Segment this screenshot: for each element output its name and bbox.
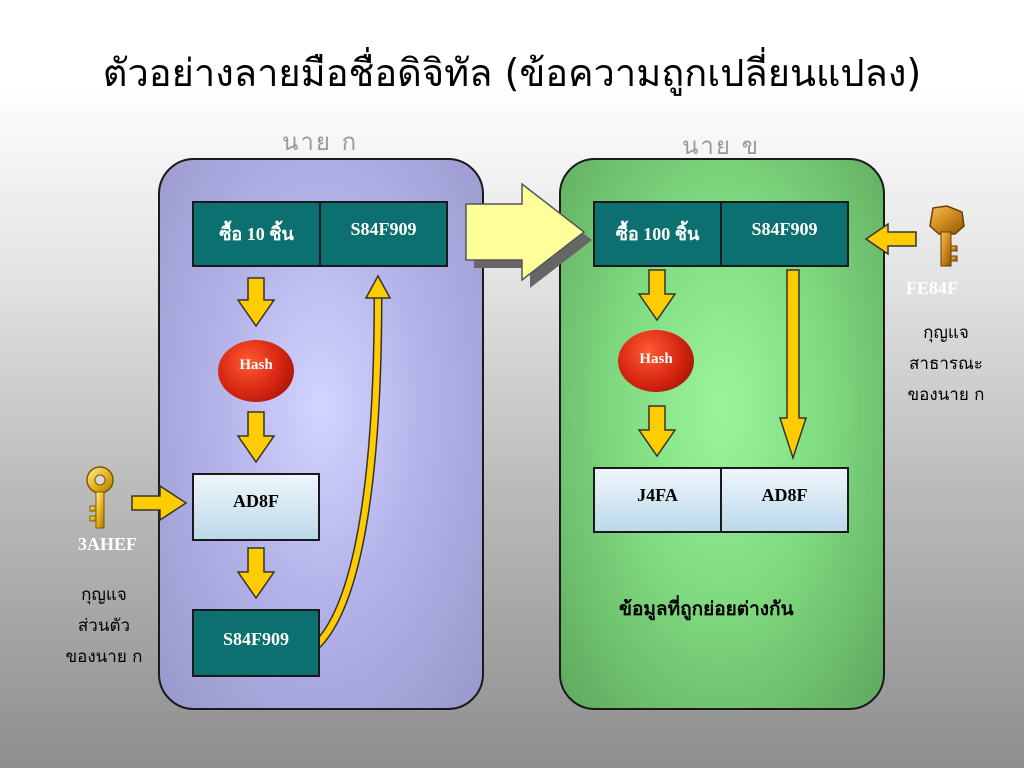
down-arrow-receiver-hash-to-digest [637, 405, 677, 458]
receiver-hash-circle: Hash [618, 330, 694, 392]
sender-hash-circle: Hash [218, 340, 294, 402]
down-arrow-hash-to-digest [236, 411, 276, 464]
receiver-decrypted-digest-text: AD8F [761, 485, 808, 505]
private-key-arrow [131, 484, 188, 522]
public-key-caption-line: ของนาย ก [907, 385, 985, 405]
long-arrow-signature-to-digest [778, 269, 808, 461]
receiver-signature-text: S84F909 [751, 219, 818, 239]
private-key-value: 3AHEF [78, 534, 138, 554]
page-title: ตัวอย่างลายมือชื่อดิจิทัล (ข้อความถูกเปล… [102, 51, 922, 95]
public-key-caption-line: สาธารณะ [909, 354, 983, 374]
sender-encrypted-text: S84F909 [222, 629, 289, 649]
sender-signature-box: S84F909 [319, 201, 448, 267]
down-arrow-receiver-message-to-hash [637, 269, 677, 322]
sender-encrypted-box: S84F909 [192, 609, 320, 677]
sender-signature-text: S84F909 [350, 219, 417, 239]
sender-digest-box: AD8F [192, 473, 320, 541]
receiver-message-text: ซื้อ 100 ชิ้น [615, 224, 700, 244]
public-key-caption-line: กุญแจ [923, 323, 969, 343]
sender-message-text: ซื้อ 10 ชิ้น [219, 224, 294, 244]
private-key-caption-line: ส่วนตัว [77, 616, 131, 636]
sender-hash-label: Hash [239, 357, 273, 373]
public-key-icon [929, 205, 965, 267]
public-key-value: FE84F [906, 278, 958, 298]
down-arrow-message-to-hash [236, 277, 276, 328]
public-key-caption: กุญแจ สาธารณะ ของนาย ก [890, 318, 1002, 411]
curved-arrow-head [364, 274, 392, 299]
receiver-computed-digest-box: J4FA [593, 467, 722, 533]
receiver-label: นาย ข [682, 132, 760, 160]
receiver-signature-box: S84F909 [720, 201, 849, 267]
private-key-caption-line: กุญแจ [81, 585, 127, 605]
receiver-decrypted-digest-box: AD8F [720, 467, 849, 533]
sender-label: นาย ก [282, 128, 359, 156]
transfer-arrow [465, 182, 586, 282]
digest-mismatch-note: ข้อมูลที่ถูกย่อยต่างกัน [619, 598, 794, 620]
receiver-computed-digest-text: J4FA [637, 485, 678, 505]
private-key-caption: กุญแจ ส่วนตัว ของนาย ก [46, 580, 162, 673]
receiver-hash-label: Hash [639, 351, 673, 367]
private-key-icon [86, 466, 114, 529]
sender-digest-text: AD8F [233, 491, 279, 511]
receiver-message-box: ซื้อ 100 ชิ้น [593, 201, 722, 267]
sender-message-box: ซื้อ 10 ชิ้น [192, 201, 321, 267]
private-key-caption-line: ของนาย ก [65, 647, 143, 667]
public-key-arrow [864, 222, 917, 256]
down-arrow-digest-to-encrypted [236, 547, 276, 600]
